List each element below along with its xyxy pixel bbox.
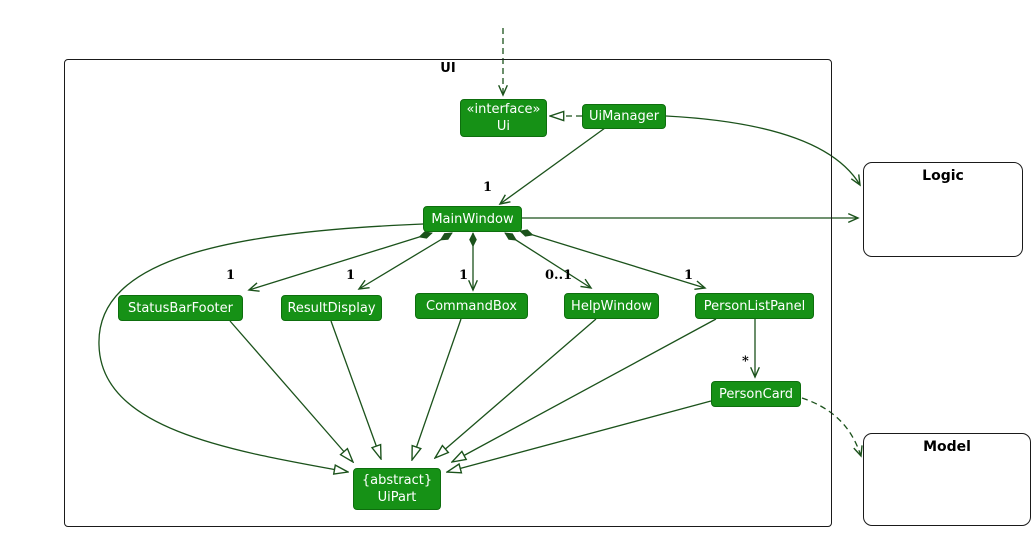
- edge-personcard-model: [801, 397, 863, 458]
- class-resultdisplay: ResultDisplay: [281, 295, 382, 321]
- ui-package-label: UI: [440, 61, 456, 76]
- edge-personcard-extends-uipart: [447, 400, 712, 472]
- uipart-stereotype: {abstract}: [361, 473, 433, 488]
- edge-uimanager-mainwindow: [498, 127, 606, 206]
- multiplicity-helpwindow: 0..1: [545, 268, 573, 283]
- model-component-label: Model: [923, 439, 971, 455]
- ui-interface-name: Ui: [496, 119, 511, 134]
- multiplicity-personlistpanel: 1: [684, 268, 694, 283]
- class-ui-interface: «interface» Ui: [460, 99, 547, 137]
- ui-interface-stereotype: «interface»: [466, 102, 541, 117]
- class-commandbox: CommandBox: [415, 293, 528, 319]
- edge-mainwindow-resultdisplay: [359, 232, 452, 289]
- edge-personlistpanel-extends-uipart: [452, 318, 717, 462]
- model-component-box: Model: [863, 433, 1031, 526]
- logic-component-label: Logic: [922, 168, 964, 184]
- resultdisplay-name: ResultDisplay: [287, 300, 376, 316]
- multiplicity-statusbarfooter: 1: [226, 268, 236, 283]
- multiplicity-mainwindow: 1: [483, 180, 493, 195]
- class-personcard: PersonCard: [711, 381, 801, 407]
- statusbarfooter-name: StatusBarFooter: [127, 300, 233, 316]
- ui-package-frame: [64, 59, 832, 527]
- personcard-name: PersonCard: [718, 386, 794, 402]
- class-personlistpanel: PersonListPanel: [695, 293, 814, 319]
- edge-statusbarfooter-extends-uipart: [229, 320, 353, 462]
- edge-uimanager-logic: [665, 115, 861, 187]
- uimanager-name: UiManager: [588, 109, 660, 124]
- commandbox-name: CommandBox: [426, 298, 517, 314]
- edge-resultdisplay-extends-uipart: [330, 320, 381, 459]
- class-statusbarfooter: StatusBarFooter: [118, 295, 243, 321]
- class-uimanager: UiManager: [582, 104, 666, 129]
- personlistpanel-name: PersonListPanel: [703, 298, 806, 314]
- class-helpwindow: HelpWindow: [564, 293, 659, 319]
- edge-mainwindow-extends-uipart: [98, 223, 424, 472]
- multiplicity-commandbox: 1: [459, 268, 469, 283]
- edge-commandbox-extends-uipart: [412, 318, 462, 460]
- logic-component-box: Logic: [863, 162, 1023, 257]
- mainwindow-name: MainWindow: [431, 211, 514, 227]
- edge-helpwindow-extends-uipart: [435, 318, 597, 458]
- multiplicity-resultdisplay: 1: [346, 268, 356, 283]
- multiplicity-personcard: *: [742, 354, 749, 369]
- helpwindow-name: HelpWindow: [571, 298, 652, 314]
- class-mainwindow: MainWindow: [423, 206, 522, 232]
- uipart-name: UiPart: [377, 490, 417, 505]
- class-uipart: {abstract} UiPart: [353, 468, 441, 510]
- edge-mainwindow-personlistpanel: [520, 231, 705, 288]
